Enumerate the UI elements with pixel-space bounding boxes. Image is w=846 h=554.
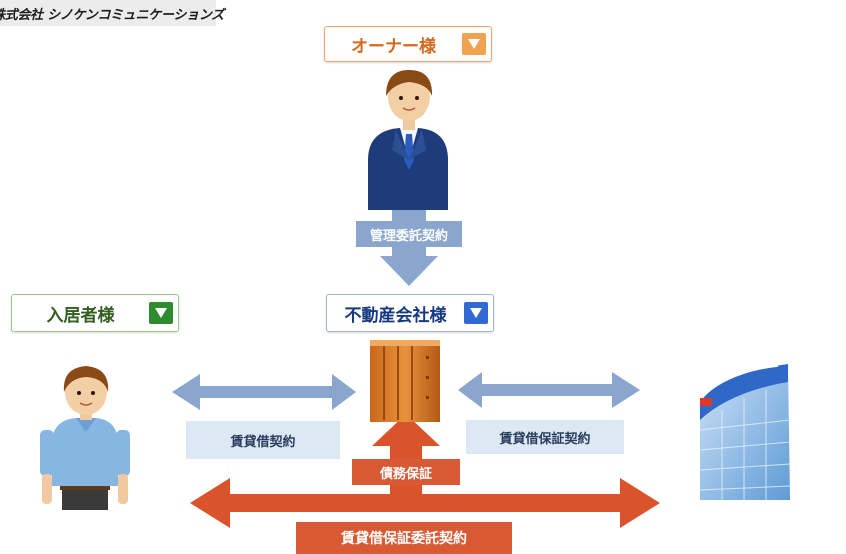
management-contract-label: 管理委託契約: [356, 221, 462, 247]
debt-guarantee-label: 債務保証: [352, 459, 460, 485]
agency-building-icon: [370, 340, 440, 422]
lease-guarantee-contract-label: 賃貸借保証契約: [466, 420, 624, 454]
agency-label-text: 不動産会社様: [344, 305, 447, 326]
owner-person-icon: [368, 70, 448, 210]
company-building-icon: [699, 364, 791, 500]
lease-guarantee-consignment-label: 賃貸借保証委託契約: [296, 522, 512, 554]
chevron-down-icon: [462, 33, 486, 55]
chevron-down-icon: [464, 302, 488, 324]
owner-label-text: オーナー様: [351, 36, 436, 57]
tenant-label-text: 入居者様: [46, 305, 115, 326]
lease-contract-label: 賃貸借契約: [186, 421, 340, 459]
lease-guarantee-arrow: [458, 372, 640, 408]
tenant-person-icon: [40, 366, 130, 510]
lease-arrow: [172, 374, 356, 410]
chevron-down-icon: [149, 302, 173, 324]
debt-guarantee-arrow: [372, 414, 440, 496]
tenant-label[interactable]: 入居者様: [11, 294, 179, 332]
agency-label[interactable]: 不動産会社様: [326, 294, 494, 332]
consignment-arrow: [190, 478, 660, 528]
company-label: 株式会社 シノケンコミュニケーションズ: [0, 0, 224, 26]
owner-label[interactable]: オーナー様: [324, 26, 492, 62]
